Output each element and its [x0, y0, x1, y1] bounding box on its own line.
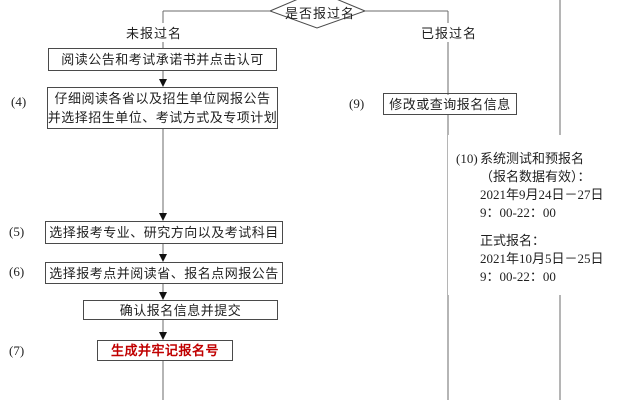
flow-box-choose-exam-site: 选择报考点并阅读省、报名点网报公告 — [45, 262, 283, 284]
flow-box-text-red: 生成并牢记报名号 — [110, 343, 219, 358]
schedule-line: 9：00-22：00 — [480, 205, 556, 220]
step-number-6: (6) — [9, 264, 25, 279]
flow-box-text: 选择报考点并阅读省、报名点网报公告 — [49, 265, 279, 281]
flow-box-text: 并选择招生单位、考试方式及专项计划 — [47, 110, 278, 125]
schedule-line: （报名数据有效）： — [480, 169, 591, 184]
flow-box-choose-major: 选择报考专业、研究方向以及考试科目 — [45, 221, 283, 244]
schedule-line: 2021年10月5日－25日 — [480, 251, 604, 266]
step-number-5: (5) — [9, 224, 25, 239]
note-block-schedule: (10) 系统测试和预报名 （报名数据有效）： 2021年9月24日－27日 9… — [448, 135, 626, 295]
flow-box-text: 修改或查询报名信息 — [386, 94, 514, 114]
flow-box-text: 仔细阅读各省以及招生单位网报公告 — [54, 91, 271, 106]
flow-box-text: 选择报考专业、研究方向以及考试科目 — [49, 225, 279, 240]
schedule-line: 2021年9月24日－27日 — [480, 187, 604, 202]
step-number-10: (10) — [456, 151, 478, 166]
arrowhead-down-icon — [159, 254, 167, 262]
step-number-9: (9) — [349, 96, 365, 111]
arrowhead-down-icon — [159, 213, 167, 221]
flow-box-text: 确认报名信息并提交 — [119, 302, 242, 318]
schedule-gap — [480, 222, 604, 232]
schedule-text: 系统测试和预报名 （报名数据有效）： 2021年9月24日－27日 9：00-2… — [480, 150, 604, 286]
arrowhead-down-icon — [159, 292, 167, 300]
arrowhead-down-icon — [159, 79, 167, 87]
flow-box-read-notice: 阅读公告和考试承诺书并点击认可 — [48, 48, 277, 71]
decision-label: 是否报过名 — [285, 6, 356, 21]
arrowhead-down-icon — [159, 332, 167, 340]
flow-box-text: 阅读公告和考试承诺书并点击认可 — [61, 52, 264, 67]
flow-box-modify-query: 修改或查询报名信息 — [383, 93, 517, 115]
flow-box-registration-number: 生成并牢记报名号 — [97, 340, 233, 361]
schedule-line: 9：00-22：00 — [480, 269, 556, 284]
branch-label-registered: 已报过名 — [419, 23, 480, 42]
schedule-line: 正式报名： — [480, 233, 546, 248]
flow-box-read-unit-notice: 仔细阅读各省以及招生单位网报公告 并选择招生单位、考试方式及专项计划 — [47, 87, 278, 129]
schedule-line: 系统测试和预报名 — [480, 151, 585, 166]
branch-label-not-registered: 未报过名 — [124, 23, 185, 42]
step-number-4: (4) — [11, 94, 27, 109]
flow-box-confirm-submit: 确认报名信息并提交 — [83, 300, 278, 320]
step-number-7: (7) — [9, 343, 25, 358]
